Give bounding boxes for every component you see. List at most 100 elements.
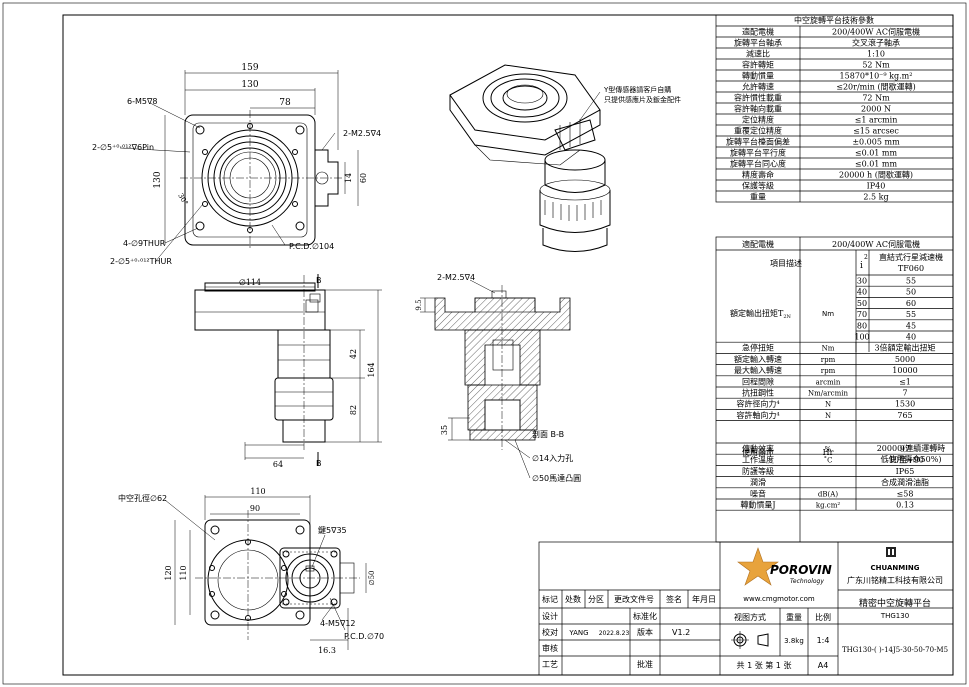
label-hollow-bore: 中空孔徑∅62 <box>118 493 167 503</box>
dim-110: 110 <box>250 487 265 496</box>
label-pcd104: P.C.D.∅104 <box>289 242 334 251</box>
top-view <box>119 70 359 263</box>
part-number: THG130-( )-14J5-30-50-70-M5 <box>842 646 948 654</box>
spec-top-value-13: 20000 h (間歇運轉) <box>839 170 913 180</box>
spec-bottom-label-rows-3: 回程間隙 <box>742 376 774 386</box>
label-process: 工艺 <box>542 660 558 669</box>
paper-size: A4 <box>818 661 829 670</box>
life-label: 使用壽命 <box>742 447 774 457</box>
spec-top-label-8: 定位精度 <box>742 115 774 125</box>
label-sensor-note-2: 只提供感應片及鈑金配件 <box>604 95 681 104</box>
dim-90: 90 <box>250 504 260 513</box>
spec-top-value-5: ≤20r/min (間歇運轉) <box>836 82 915 92</box>
torque-value-4: 45 <box>906 321 916 330</box>
item-description-label: 項目描述 <box>770 258 802 268</box>
spec-top-value-9: ≤15 arcsec <box>853 127 899 136</box>
dim-50: ∅50 <box>368 570 376 585</box>
spec-bottom-label-rows-0: 急停扭矩 <box>742 343 774 353</box>
label-scale: 比例 <box>815 612 831 622</box>
spec-bottom-unit-rows2-1: ˚C <box>824 456 833 465</box>
header-count: 处数 <box>565 594 581 604</box>
spec-bottom-value-rows2-5: 0.13 <box>896 501 914 510</box>
label-review: 审核 <box>542 643 558 653</box>
label-approve: 批准 <box>637 659 653 669</box>
front-view <box>194 274 382 466</box>
spec-bottom-value-rows2-3: 合成潤滑油脂 <box>881 477 929 487</box>
spec-top-value-15: 2.5 kg <box>863 193 888 202</box>
check-date: 2022.8.23 <box>599 630 630 637</box>
spec-bottom-label-rows-6: 容許軸向力⁴ <box>736 410 779 420</box>
spec-top-label-11: 旋轉平台平行度 <box>730 148 786 158</box>
label-angle-30: 30° <box>176 192 189 207</box>
logo-text: POROVIN <box>770 563 832 577</box>
spec-top-label-0: 適配電機 <box>742 27 774 37</box>
spec-top-label-1: 旋轉平台軸承 <box>734 38 782 48</box>
spec-bottom-label-rows2-3: 潤滑 <box>750 477 766 487</box>
header-change-doc: 更改文件号 <box>614 594 654 604</box>
spec-top-value-6: 72 Nm <box>862 94 890 103</box>
scale-value: 1:4 <box>817 636 830 645</box>
spec-bottom-value-rows-0: 3倍額定輸出扭矩 <box>874 343 935 353</box>
torque-unit: Nm <box>822 310 834 318</box>
label-view-method: 视图方式 <box>734 612 766 622</box>
label-standard: 标准化 <box>633 611 657 621</box>
header-mark: 标记 <box>542 594 558 604</box>
torque-value-5: 40 <box>906 333 916 342</box>
torque-ratio-4: 80 <box>857 321 867 330</box>
spec-bottom-value-rows-4: 7 <box>902 389 907 398</box>
title-block <box>538 541 954 676</box>
spec-top-label-3: 容許轉矩 <box>742 60 774 70</box>
spec-top-label-13: 精度壽命 <box>742 170 774 180</box>
dim-9-5: 9.5 <box>415 299 423 310</box>
spec-table-top-title: 中空旋轉平台技術參數 <box>794 15 874 25</box>
section-view-bb <box>420 279 571 479</box>
dim-110-vertical: 110 <box>179 565 188 580</box>
torque-label-main: 額定輸出扭矩T <box>730 308 784 318</box>
torque-label-sub: 2N <box>783 314 791 320</box>
spec-top-label-15: 重量 <box>750 192 766 202</box>
life-value-1: 20000(連續運轉時 <box>877 443 946 453</box>
spec-bottom-label-rows2-2: 防護等級 <box>742 466 774 476</box>
label-m5-holes: 6-M5∇8 <box>127 97 157 106</box>
header-sign: 签名 <box>666 594 682 604</box>
spec-top-label-5: 允許轉速 <box>742 82 774 92</box>
bottom-motor-value: 200/400W AC伺服電機 <box>832 239 920 249</box>
dim-35: 35 <box>440 425 449 435</box>
product-model: THG130 <box>880 612 909 620</box>
spec-bottom-label-rows-1: 額定輸入轉速 <box>734 354 782 364</box>
label-thur5: 2-∅5⁺⁰·⁰¹²THUR <box>110 257 172 266</box>
spec-bottom-unit-rows-2: rpm <box>821 367 836 375</box>
label-keyway: 鍵5∇35 <box>318 525 347 535</box>
torque-ratio-3: 70 <box>857 310 867 319</box>
product-name: 精密中空旋轉平台 <box>859 597 931 609</box>
dim-164: 164 <box>367 362 376 377</box>
spec-bottom-label-rows-5: 容許徑向力⁴ <box>736 399 779 409</box>
label-pcd70: P.C.D.∅70 <box>344 632 384 641</box>
spec-bottom-value-rows2-0: 97 <box>900 445 910 454</box>
section-mark-b-top: B <box>316 276 322 285</box>
spec-bottom-unit-rows-1: rpm <box>821 356 836 364</box>
dim-78: 78 <box>279 98 291 108</box>
spec-bottom-label-rows-2: 最大輸入轉速 <box>734 365 782 375</box>
header-zone: 分区 <box>588 595 604 604</box>
header-date: 年月日 <box>692 594 716 604</box>
spec-bottom-unit-rows-4: Nm/arcmin <box>808 390 848 398</box>
section-mark-b-bottom: B <box>316 459 322 468</box>
spec-bottom-value-rows2-1: -10至+90 <box>886 456 924 465</box>
section-title-bb: 剖面 B-B <box>532 429 564 439</box>
label-m25-section: 2-M2.5∇4 <box>437 273 475 282</box>
spec-bottom-value-rows2-4: ≤58 <box>897 489 914 498</box>
torque-ratio-5: 100 <box>854 333 869 342</box>
weight-value: 3.8kg <box>784 637 804 645</box>
spec-bottom-unit-rows2-4: dB(A) <box>818 490 838 498</box>
spec-bottom-label-rows2-1: 工作溫度 <box>742 455 774 465</box>
label-pin-holes: 2-∅5⁺⁰·⁰¹²∇6Pin <box>92 143 154 152</box>
sheet-count: 共 1 张 第 1 张 <box>737 660 792 670</box>
reducer-model: TF060 <box>898 264 924 273</box>
website: www.cmgmotor.com <box>743 595 815 603</box>
label-m25-holes: 2-M2.5∇4 <box>343 129 381 138</box>
spec-bottom-unit-rows-0: Nm <box>822 345 835 353</box>
